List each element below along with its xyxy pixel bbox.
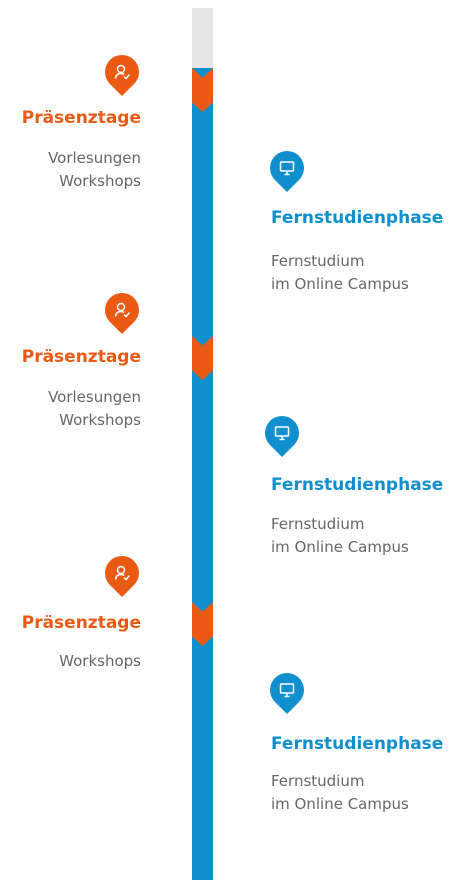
person-check-icon [97,548,147,598]
fernstudium-line: im Online Campus [271,795,409,813]
praesenz-description: Workshops [59,650,141,673]
fernstudium-line: im Online Campus [271,538,409,556]
person-check-icon [97,47,147,97]
fernstudium-line: Fernstudium [271,252,365,270]
praesenz-line: Workshops [59,652,141,670]
fernstudium-title: Fernstudienphase [271,208,444,228]
praesenz-title: Präsenztage [21,108,141,128]
phase-marker-praesenz-1 [192,68,213,112]
praesenz-title: Präsenztage [21,347,141,367]
fernstudium-line: Fernstudium [271,515,365,533]
monitor-icon [257,408,307,458]
monitor-icon [262,143,312,193]
phase-marker-praesenz-2 [192,336,213,380]
phase-marker-praesenz-3 [192,602,213,646]
praesenz-line: Workshops [59,172,141,190]
timeline-rail [192,68,213,880]
praesenz-description: Vorlesungen Workshops [48,386,141,432]
fernstudium-title: Fernstudienphase [271,734,444,754]
fernstudium-description: Fernstudium im Online Campus [271,770,409,816]
fernstudium-description: Fernstudium im Online Campus [271,513,409,559]
fernstudium-description: Fernstudium im Online Campus [271,250,409,296]
fernstudium-title: Fernstudienphase [271,475,444,495]
person-check-icon [97,285,147,335]
monitor-icon [262,665,312,715]
praesenz-title: Präsenztage [21,613,141,633]
praesenz-description: Vorlesungen Workshops [48,147,141,193]
praesenz-line: Vorlesungen [48,388,141,406]
fernstudium-line: im Online Campus [271,275,409,293]
timeline-rail-start [192,8,213,68]
praesenz-line: Vorlesungen [48,149,141,167]
fernstudium-line: Fernstudium [271,772,365,790]
praesenz-line: Workshops [59,411,141,429]
